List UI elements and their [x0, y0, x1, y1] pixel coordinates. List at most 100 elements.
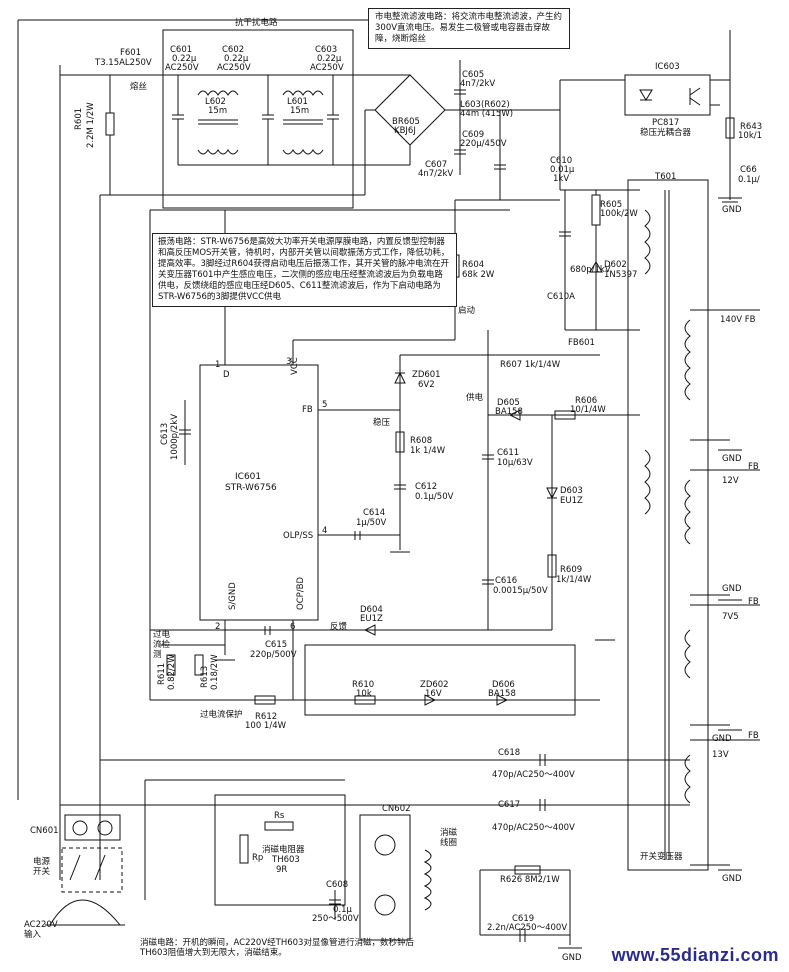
br605-label: BR605: [392, 117, 420, 127]
c619-value: 2.2n/AC250～400V: [487, 923, 568, 933]
c608-value: 0.1μ: [333, 905, 352, 915]
br605-value: KBJ6J: [394, 126, 416, 136]
r626-body: [514, 865, 541, 875]
d603-value: EU1Z: [560, 496, 583, 506]
out-7v5-label: 7V5: [722, 612, 739, 622]
filter-box: [162, 29, 354, 209]
th603-label: 消磁电阻器: [262, 845, 305, 855]
ic601-box: [199, 364, 319, 621]
c618-label: C618: [498, 748, 521, 758]
c619-label: C619: [512, 914, 535, 924]
out-12v-label: 12V: [722, 476, 739, 486]
ic601-label: IC601: [235, 472, 262, 482]
r601-value: 2.2M 1/2W: [86, 102, 96, 148]
r609-body: [547, 554, 557, 578]
c607-value: 4n7/2kV: [418, 169, 454, 179]
d606-label: D606: [492, 680, 515, 690]
c614-label: C614: [363, 508, 386, 518]
r605-label: R605: [600, 200, 623, 210]
pin-d-label: D: [223, 370, 230, 380]
out-13v-label: 13V: [712, 750, 729, 760]
c603-value1: 0.22μ: [317, 54, 342, 64]
d606-value: BA158: [488, 689, 516, 699]
c610a-value: 680p/1kV: [570, 265, 611, 275]
pc817-desc: 稳压光耦合器: [640, 128, 692, 138]
d604-label: D604: [360, 605, 383, 615]
l603-label: L603(R602): [460, 100, 510, 110]
rp-body: [239, 834, 249, 864]
r626-label: R626 8M2/1W: [500, 875, 560, 885]
c617-label: C617: [498, 800, 521, 810]
pin-olp-label: OLP/SS: [283, 531, 314, 541]
power-label: 供电: [466, 393, 484, 403]
r613-label: R613: [200, 665, 210, 688]
cn601-label: CN601: [30, 826, 59, 836]
degauss-coil-label: 消磁线圈: [440, 828, 458, 848]
r612-value: 100 1/4W: [245, 721, 287, 731]
rp-label: Rp: [252, 853, 264, 863]
r608-body: [395, 431, 405, 453]
c605-value: 4n7/2kV: [460, 79, 496, 89]
pin6-label: 6: [290, 622, 296, 632]
pin-fb-label: FB: [302, 405, 313, 415]
c603-label: C603: [315, 45, 338, 55]
fuse-label: 熔丝: [130, 82, 148, 92]
r606-value: 10/1/4W: [570, 405, 606, 415]
r643-body: [725, 117, 735, 139]
c601-value1: 0.22μ: [172, 54, 197, 64]
c614-value: 1μ/50V: [356, 518, 387, 528]
th603-value2: 9R: [276, 865, 288, 875]
cn602-box: [359, 814, 411, 941]
c601-value2: AC250V: [165, 63, 199, 73]
transformer-label: 开关变压器: [640, 852, 683, 862]
c610-label: C610: [550, 156, 573, 166]
c608-label: C608: [326, 880, 349, 890]
r611-label: R611: [157, 662, 167, 685]
c618-value: 470p/AC250～400V: [492, 770, 575, 780]
t601-label: T601: [655, 172, 677, 182]
pin1-label: 1: [215, 360, 221, 370]
c613-value: 1000p/2kV: [170, 413, 180, 460]
c605-label: C605: [462, 70, 485, 80]
overcurrent-detect-label: 过电流检测: [153, 630, 171, 660]
c612-value: 0.1μ/50V: [415, 492, 454, 502]
r613-value: 0.18/2W: [210, 654, 220, 690]
r613-body: [194, 654, 204, 676]
c615-value: 220p/500V: [250, 650, 297, 660]
c607-label: C607: [425, 160, 448, 170]
c609-value: 220μ/450V: [460, 139, 507, 149]
power-switch-box: [61, 847, 123, 893]
r605-body: [591, 194, 601, 226]
r611-value: 0.82/2W: [167, 654, 177, 690]
r601-body: [105, 112, 115, 136]
c612-label: C612: [415, 482, 438, 492]
pin4-label: 4: [322, 526, 328, 536]
r612-label: R612: [255, 712, 278, 722]
c610-value2: 1kV: [553, 174, 570, 184]
zd601-label: ZD601: [412, 370, 441, 380]
pin-sgnd-label: S/GND: [228, 582, 238, 610]
c609-label: C609: [462, 130, 485, 140]
ic603-label: IC603: [655, 62, 680, 72]
pin5-label: 5: [322, 400, 328, 410]
r610-label: R610: [352, 680, 375, 690]
r601-label: R601: [74, 107, 84, 130]
c611-label: C611: [497, 448, 520, 458]
f601-value: T3.15AL250V: [95, 58, 152, 68]
d603-label: D603: [560, 486, 583, 496]
r604-label: R604: [462, 260, 485, 270]
r611-body: [166, 654, 176, 676]
r609-value: 1k/1/4W: [556, 575, 592, 585]
l601-label: L601: [287, 97, 308, 107]
rs-body: [264, 821, 294, 831]
gnd-3: GND: [722, 584, 742, 594]
fb-1: FB: [748, 462, 759, 472]
r643-value: 10k/1: [738, 131, 763, 141]
r605-value: 100k/2W: [600, 209, 638, 219]
ac-input-label: AC220V 输入: [24, 920, 58, 940]
pin-vcc-label: VCC: [290, 357, 300, 375]
cn601-box: [64, 814, 121, 841]
c608-value2: 250～500V: [312, 914, 359, 924]
ic603-box: [624, 74, 711, 116]
